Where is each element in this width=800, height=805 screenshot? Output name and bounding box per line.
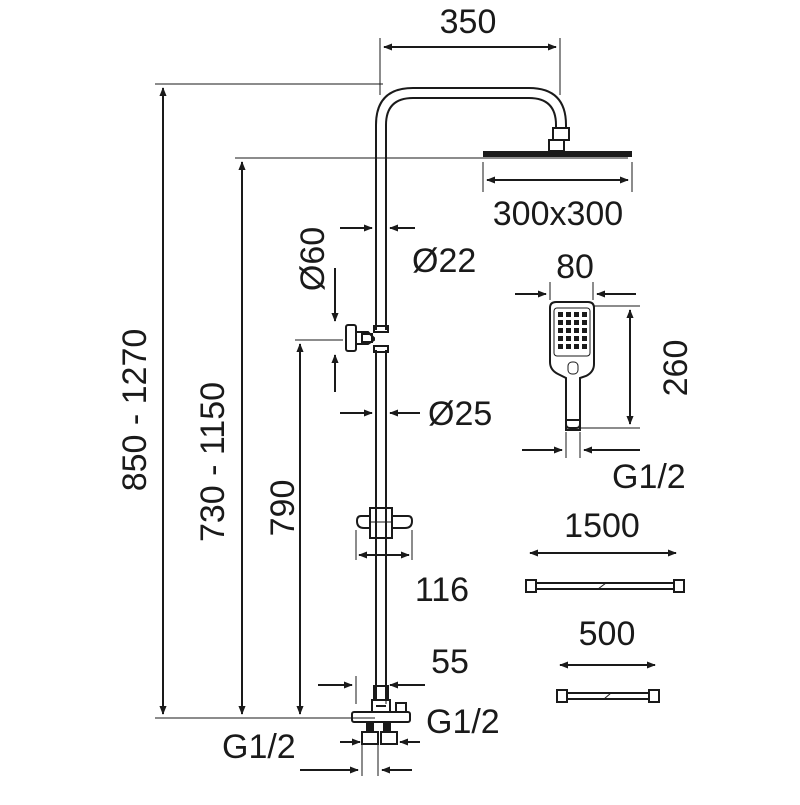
head-width-dimension: 300x300	[486, 176, 629, 233]
holder-height-label: 790	[264, 480, 302, 537]
hand-shower-holder	[345, 324, 375, 352]
valve-outlet-right	[383, 722, 391, 732]
pipe-diameter-25-dimension: Ø25	[340, 395, 492, 433]
hose-1500: 1500	[525, 507, 685, 593]
head-width-label: 300x300	[493, 195, 623, 233]
total-height-dimension: 850 - 1270	[116, 87, 167, 715]
shower-head	[483, 151, 632, 157]
slider-116-dimension: 116	[358, 551, 469, 609]
holder-height-dimension: 790	[264, 343, 304, 715]
slider-116-label: 116	[415, 571, 469, 609]
hand-thread-dimension: G1/2	[522, 446, 686, 496]
valve-55-dimension: 55	[318, 643, 469, 689]
riser-pipe	[375, 87, 567, 330]
holder-diameter-60-dimension: Ø60	[294, 227, 339, 392]
valve-thread-right-label: G1/2	[426, 703, 500, 741]
valve-55-label: 55	[431, 643, 469, 681]
valve-thread-left-label: G1/2	[222, 728, 296, 766]
hand-width-80-label: 80	[556, 248, 594, 286]
arm-width-dimension: 350	[383, 3, 557, 51]
total-height-label: 850 - 1270	[116, 329, 154, 492]
hose-1500-label: 1500	[564, 507, 640, 545]
valve-outlet-left	[366, 722, 374, 732]
arm-width-label: 350	[440, 3, 497, 41]
holder-diameter-60-label: Ø60	[294, 227, 332, 291]
hand-length-260-label: 260	[657, 340, 695, 397]
hose-500-label: 500	[579, 615, 636, 653]
hand-width-80-dimension: 80	[515, 248, 636, 298]
pipe-diameter-22-dimension: Ø22	[340, 224, 476, 280]
hand-length-260-dimension: 260	[626, 309, 695, 425]
head-height-label: 730 - 1150	[194, 382, 232, 542]
pipe-diameter-22-label: Ø22	[412, 242, 476, 280]
shower-column	[345, 87, 632, 745]
spray-nozzles	[558, 312, 587, 349]
valve-thread-left-dimension: G1/2	[222, 728, 412, 774]
hand-shower-body	[549, 301, 595, 429]
diverter-valve	[351, 685, 411, 745]
valve-thread-right-dimension: G1/2	[340, 703, 500, 746]
head-height-dimension: 730 - 1150	[194, 161, 246, 715]
hand-shower	[549, 301, 595, 431]
hand-shower-spray-face	[553, 307, 591, 357]
hand-shower-button	[567, 361, 579, 375]
pipe-diameter-25-label: Ø25	[428, 395, 492, 433]
hand-thread-label: G1/2	[612, 458, 686, 496]
hose-500: 500	[556, 615, 660, 703]
head-connector	[552, 127, 570, 141]
sliding-holder	[355, 507, 414, 539]
